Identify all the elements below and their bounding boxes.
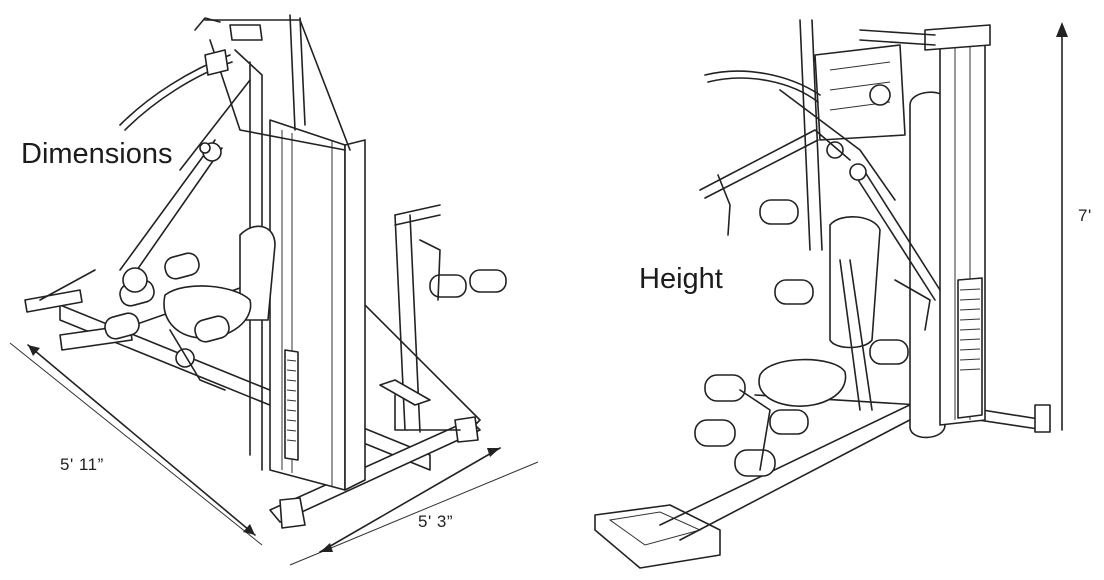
dimensions-title: Dimensions <box>21 138 173 170</box>
depth-measurement-label: 5' 11” <box>60 455 104 474</box>
height-measurement-label: 7' <box>1078 206 1092 225</box>
width-measurement-label: 5' 3” <box>418 512 454 531</box>
dimension-width <box>289 447 539 566</box>
dimension-depth <box>9 342 263 546</box>
right-home-gym <box>594 19 1051 569</box>
height-title: Height <box>639 263 723 295</box>
dimension-height <box>1056 22 1068 431</box>
left-home-gym <box>24 14 507 529</box>
